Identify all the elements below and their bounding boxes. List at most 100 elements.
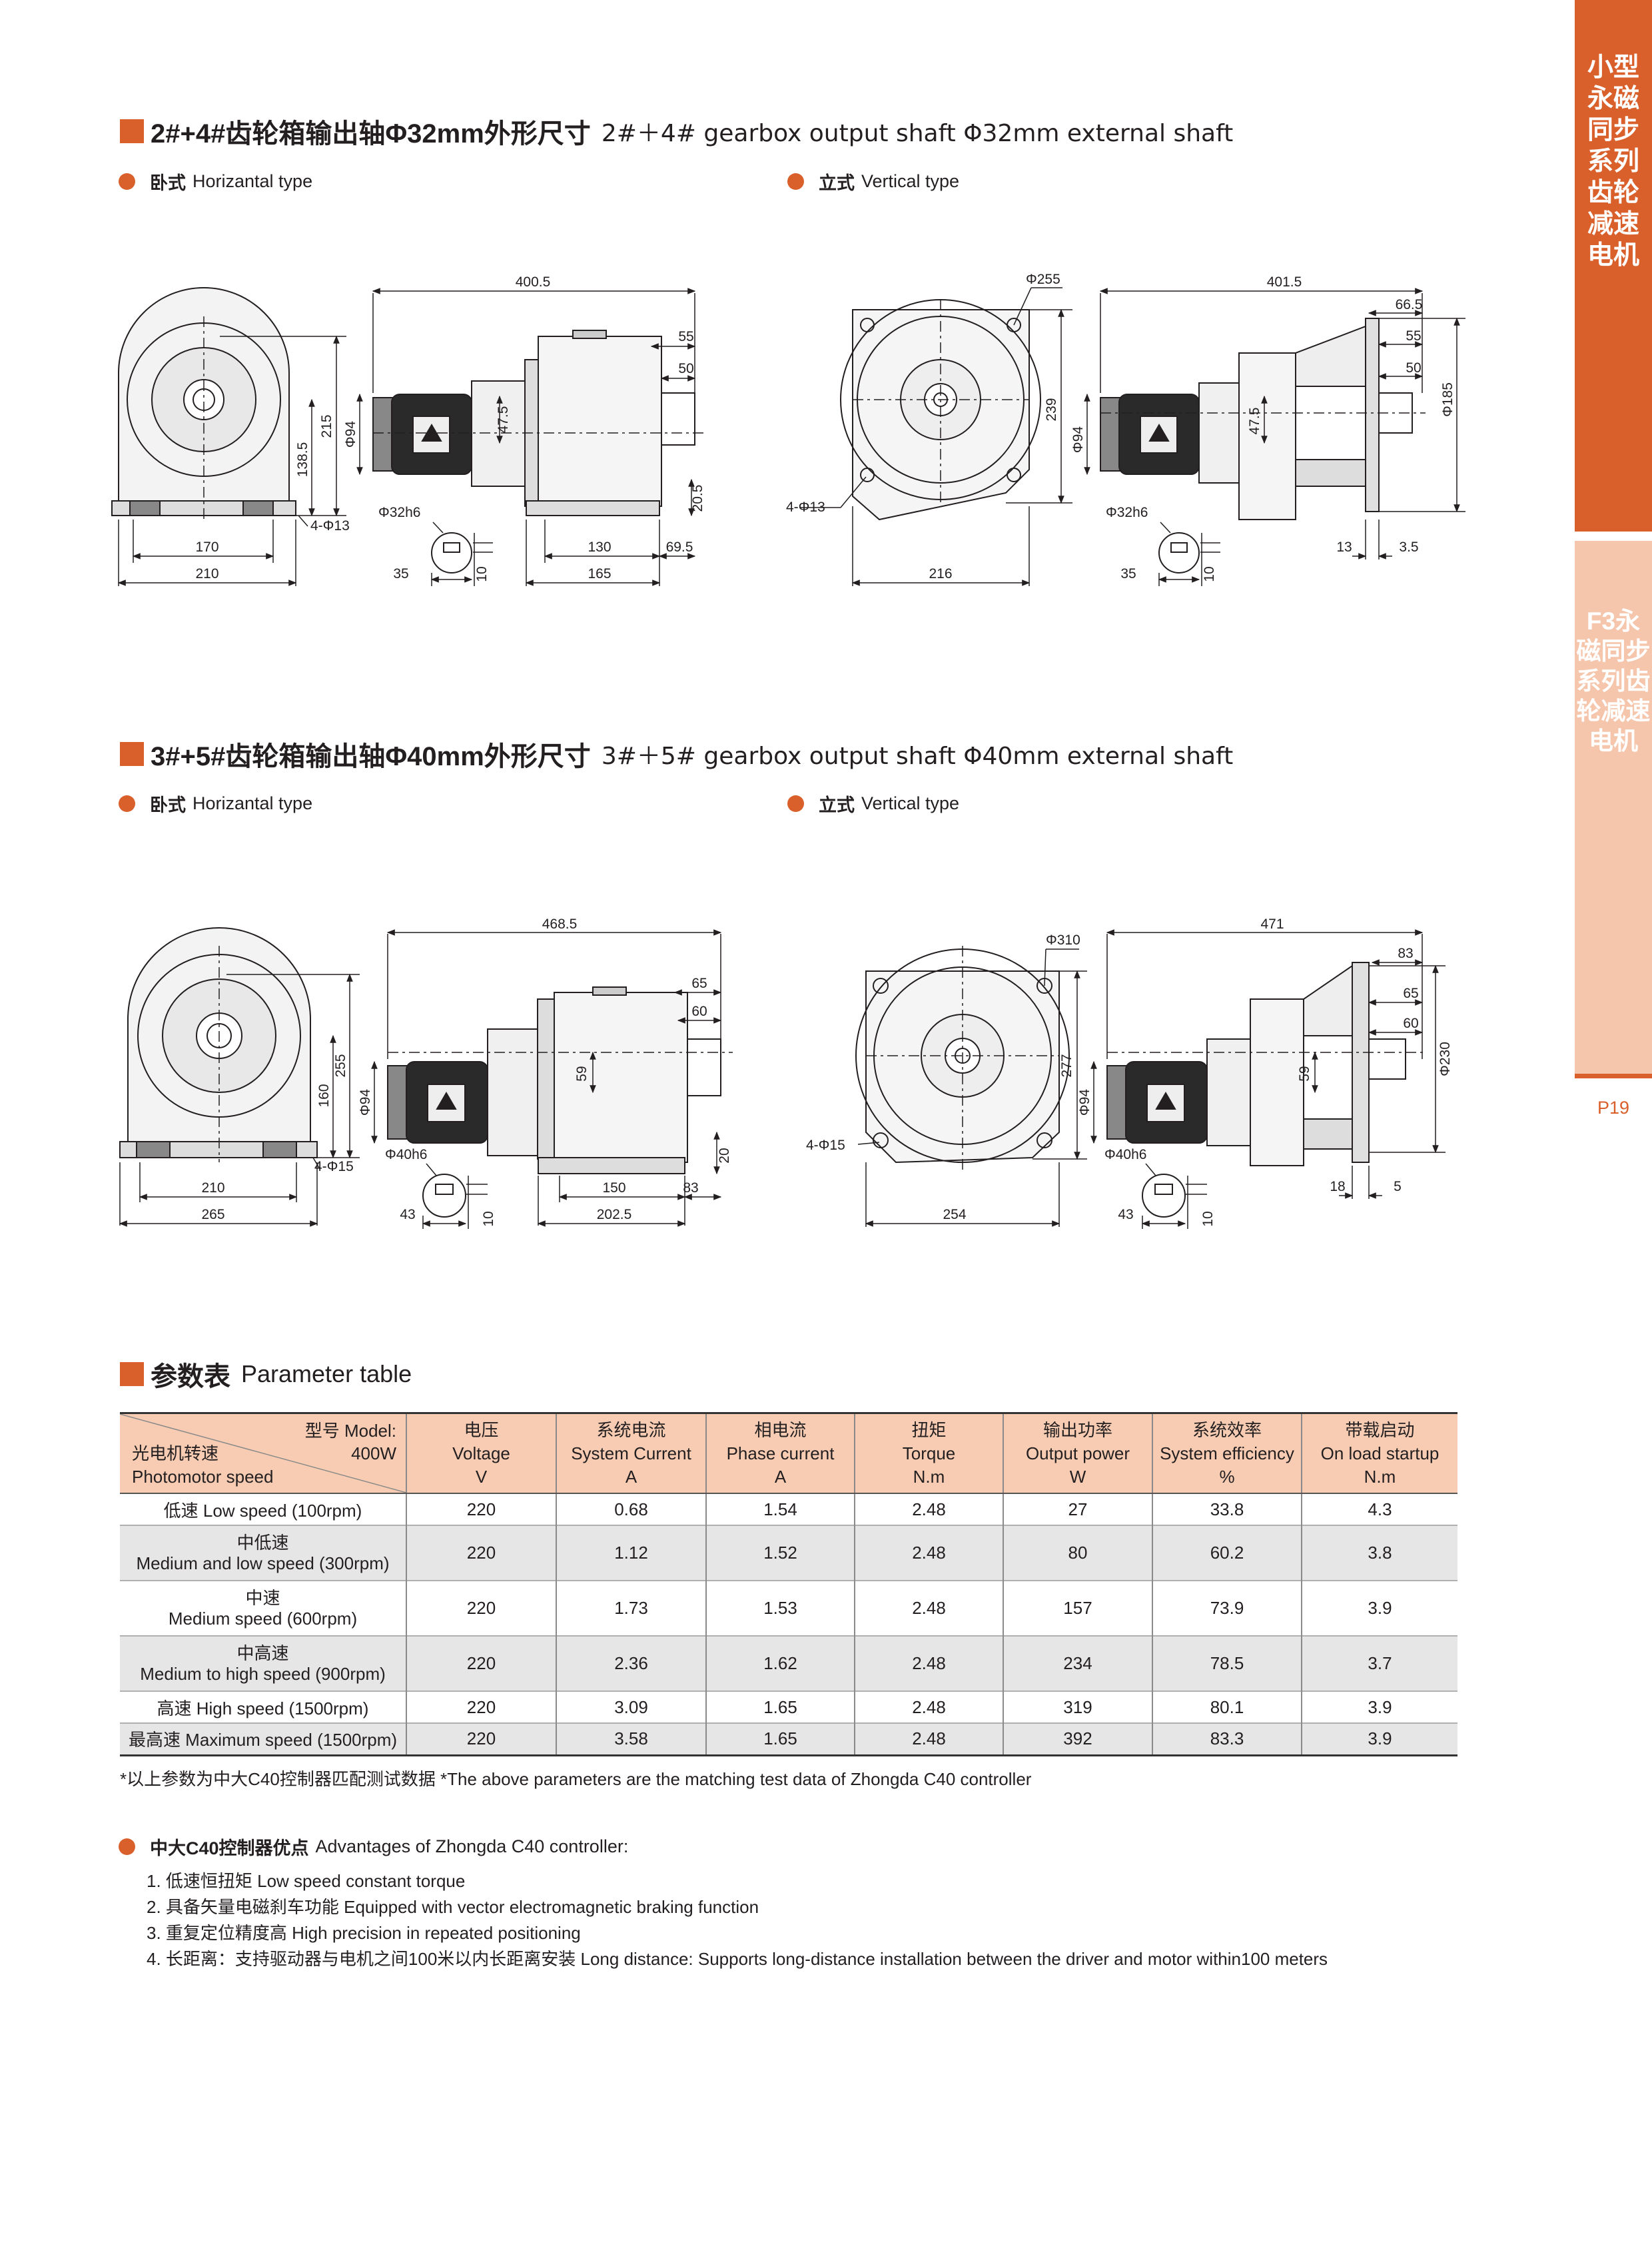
table-cell: 220	[406, 1493, 556, 1525]
section1-title-cn: 2#+4#齿轮箱输出轴Φ32mm外形尺寸	[151, 119, 591, 149]
list-item: 1. 低速恒扭矩 Low speed constant torque	[147, 1871, 466, 1891]
section2-vertical-label: 立式 Vertical type	[787, 790, 959, 817]
heading-square-icon	[120, 742, 144, 766]
parameter-table-heading: 参数表 Parameter table	[120, 1357, 412, 1391]
table-cell: 157	[1003, 1581, 1152, 1636]
dim-label: Φ94	[1070, 426, 1086, 453]
s2-vertical-side-view	[1106, 962, 1426, 1166]
table-cell: 80	[1003, 1525, 1152, 1581]
dim-label: 83	[683, 1180, 698, 1196]
dim-label: Φ32h6	[1106, 505, 1148, 520]
table-row: 最高速 Maximum speed (1500rpm) 220 3.58 1.6…	[120, 1723, 1457, 1755]
table-cell: 2.48	[854, 1723, 1003, 1755]
row-label: 低速 Low speed (100rpm)	[163, 1500, 362, 1521]
advantages-list: 1. 低速恒扭矩 Low speed constant torque 2. 具备…	[147, 1868, 1328, 1972]
dim-label: Φ94	[1077, 1089, 1092, 1116]
section2-horizontal-en: Horizantal type	[193, 793, 313, 813]
dim-label: 13	[1336, 540, 1352, 555]
dim-label: 210	[195, 566, 218, 581]
dim-label: 170	[195, 540, 218, 555]
table-row: 高速 High speed (1500rpm) 220 3.09 1.65 2.…	[120, 1691, 1457, 1723]
dim-label: 65	[1403, 986, 1418, 1001]
bullet-dot-icon	[119, 1838, 135, 1855]
table-cell: 83.3	[1152, 1723, 1302, 1755]
dim-label: 471	[1260, 917, 1284, 932]
section2-horizontal-label: 卧式 Horizantal type	[119, 790, 312, 817]
corner-diagonal	[120, 1414, 406, 1493]
s1-horizontal-side-view	[372, 330, 706, 516]
table-cell: 3.9	[1301, 1723, 1457, 1755]
heading-square-icon	[120, 119, 144, 143]
dim-label: 210	[201, 1180, 224, 1196]
row-label: 高速 High speed (1500rpm)	[157, 1698, 369, 1718]
side-tab-subseries-title: F3永磁同步系列齿轮减速电机	[1576, 607, 1651, 755]
page-number: P19	[1597, 1098, 1630, 1118]
bullet-dot-icon	[119, 173, 135, 190]
section1-horizontal-cn: 卧式	[150, 173, 186, 193]
table-cell: 80.1	[1152, 1691, 1302, 1723]
dim-label: 10	[481, 1211, 496, 1226]
table-cell: 1.12	[556, 1525, 706, 1581]
list-item: 2. 具备矢量电磁刹车功能 Equipped with vector elect…	[147, 1897, 759, 1917]
dim-label: Φ255	[1026, 272, 1060, 287]
dim-label: 160	[316, 1084, 332, 1107]
dim-label: 468.5	[542, 917, 578, 932]
dim-label: 35	[1120, 566, 1136, 581]
table-cell: 220	[406, 1723, 556, 1755]
table-cell: 3.9	[1301, 1581, 1457, 1636]
dim-label: 150	[602, 1180, 625, 1196]
s2-horizontal-front-view	[119, 927, 318, 1162]
section2-horizontal-cn: 卧式	[150, 795, 186, 815]
table-footnote: *以上参数为中大C40控制器匹配测试数据 *The above paramete…	[120, 1769, 1032, 1789]
dim-label: 4-Φ15	[314, 1159, 354, 1174]
section1-vertical-label: 立式 Vertical type	[787, 168, 959, 194]
dim-label: 47.5	[1247, 408, 1262, 435]
dim-label: Φ185	[1440, 382, 1455, 417]
dim-label: 277	[1059, 1054, 1074, 1077]
side-tab-subseries: F3永磁同步系列齿轮减速电机	[1575, 541, 1652, 1074]
dimension-labels: 170 210 138.5 215 4-Φ13 400.5 55 50 Φ94 …	[195, 272, 1455, 1227]
section2-title-en: 3#＋5# gearbox output shaft Φ40mm externa…	[601, 743, 1234, 770]
dim-label: 43	[400, 1207, 415, 1222]
table-cell: 3.9	[1301, 1691, 1457, 1723]
table-row: 低速 Low speed (100rpm) 220 0.68 1.54 2.48…	[120, 1493, 1457, 1525]
section2-vertical-cn: 立式	[819, 795, 855, 815]
list-item: 3. 重复定位精度高 High precision in repeated po…	[147, 1923, 581, 1943]
dim-label: 4-Φ15	[806, 1138, 845, 1153]
table-cell: 27	[1003, 1493, 1152, 1525]
table-cell: 1.53	[705, 1581, 855, 1636]
table-cell: 1.65	[705, 1691, 855, 1723]
table-cell: 78.5	[1152, 1636, 1302, 1691]
bullet-dot-icon	[119, 795, 135, 812]
section1-vertical-en: Vertical type	[861, 171, 960, 191]
s1-vertical-flange-view	[840, 299, 1041, 521]
table-cell: 2.48	[854, 1691, 1003, 1723]
table-cell: 1.73	[556, 1581, 706, 1636]
section1-title-en: 2#＋4# gearbox output shaft Φ32mm externa…	[601, 120, 1234, 147]
table-cell: 3.58	[556, 1723, 706, 1755]
dim-label: 60	[1403, 1016, 1418, 1031]
dim-label: 10	[1202, 566, 1217, 581]
dim-label: 65	[691, 976, 707, 991]
table-cell: 33.8	[1152, 1493, 1302, 1525]
dim-label: 55	[1406, 328, 1421, 344]
table-cell: 2.48	[854, 1581, 1003, 1636]
advantages-heading: 中大C40控制器优点 Advantages of Zhongda C40 con…	[119, 1833, 628, 1860]
dim-label: 35	[393, 566, 408, 581]
section1-horizontal-label: 卧式 Horizantal type	[119, 168, 312, 194]
dim-label: 130	[588, 540, 611, 555]
dim-label: 4-Φ13	[786, 500, 825, 515]
table-cell: 220	[406, 1525, 556, 1581]
table-cell: 234	[1003, 1636, 1152, 1691]
dim-label: 20.5	[690, 485, 705, 512]
advantages-title-cn: 中大C40控制器优点	[150, 1838, 309, 1858]
dim-label: 50	[1406, 360, 1421, 376]
dim-label: Φ230	[1438, 1042, 1453, 1076]
table-cell: 73.9	[1152, 1581, 1302, 1636]
parameter-table: 型号 Model: 400W 光电机转速 Photomotor speed 电压…	[120, 1412, 1457, 1756]
dim-label: 59	[574, 1066, 590, 1081]
